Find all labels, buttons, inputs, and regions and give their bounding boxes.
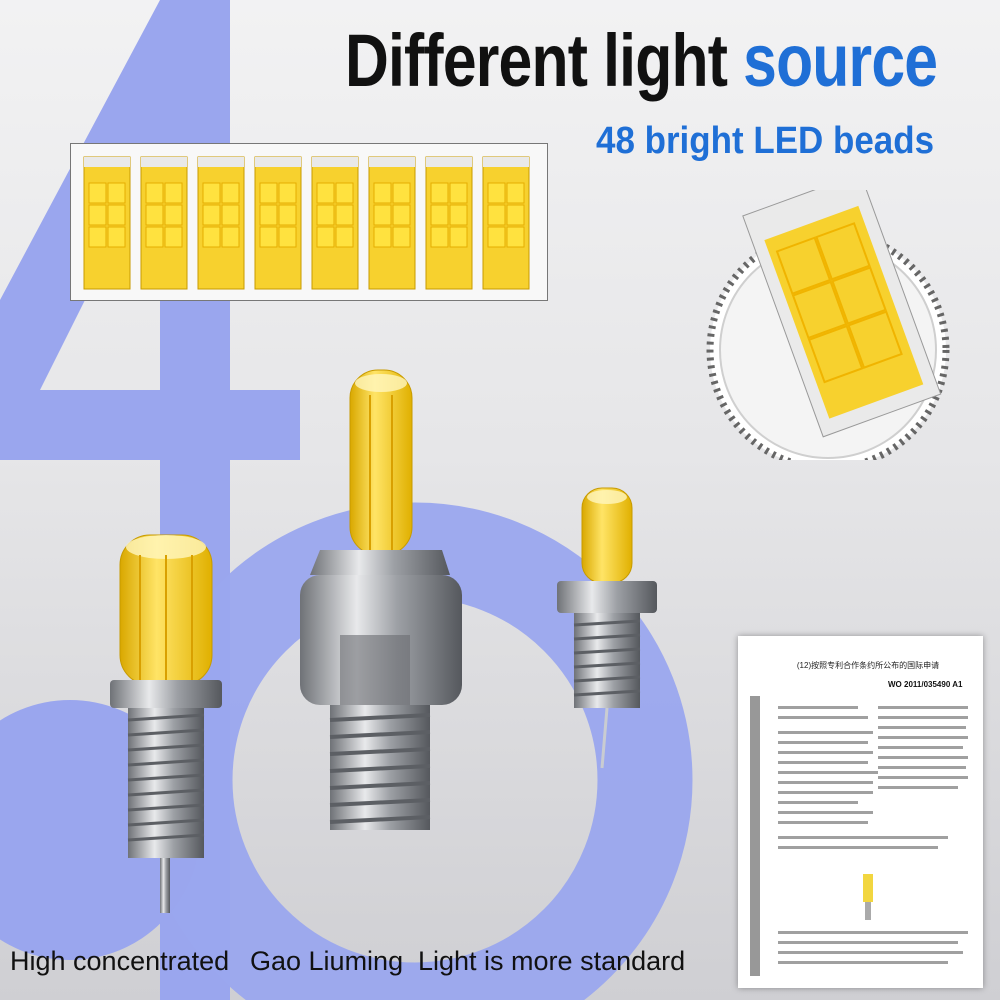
led-bead <box>140 156 188 290</box>
certificate-body-lines <box>750 696 968 976</box>
page-title: Different light source <box>345 18 938 103</box>
patent-certificate: (12)按照专利合作条约所公布的国际申请 WO 2011/035490 A1 <box>738 636 983 988</box>
certificate-heading: (12)按照专利合作条约所公布的国际申请 <box>796 661 940 670</box>
led-bead <box>197 156 245 290</box>
bulb-right <box>557 487 657 769</box>
led-bead-group <box>83 156 530 290</box>
title-main: Different light <box>345 19 728 102</box>
led-strip-panel <box>70 143 548 301</box>
certificate-barcode <box>750 696 760 976</box>
led-chip-closeup <box>706 190 950 460</box>
led-bead <box>254 156 302 290</box>
led-bead <box>425 156 473 290</box>
bulb-left <box>110 534 222 913</box>
led-bead <box>83 156 131 290</box>
caption-left: High concentrated <box>10 946 230 976</box>
led-bead <box>311 156 359 290</box>
led-bead <box>368 156 416 290</box>
certificate-publication-number: WO 2011/035490 A1 <box>888 680 963 689</box>
led-bead <box>482 156 530 290</box>
certificate-bulb-thumbnail <box>863 874 873 902</box>
title-accent: source <box>743 19 938 102</box>
caption-right: Light is more standard <box>418 946 686 976</box>
bulb-center <box>300 369 462 830</box>
caption-center: Gao Liuming <box>250 946 404 976</box>
page-subtitle: 48 bright LED beads <box>596 120 935 162</box>
